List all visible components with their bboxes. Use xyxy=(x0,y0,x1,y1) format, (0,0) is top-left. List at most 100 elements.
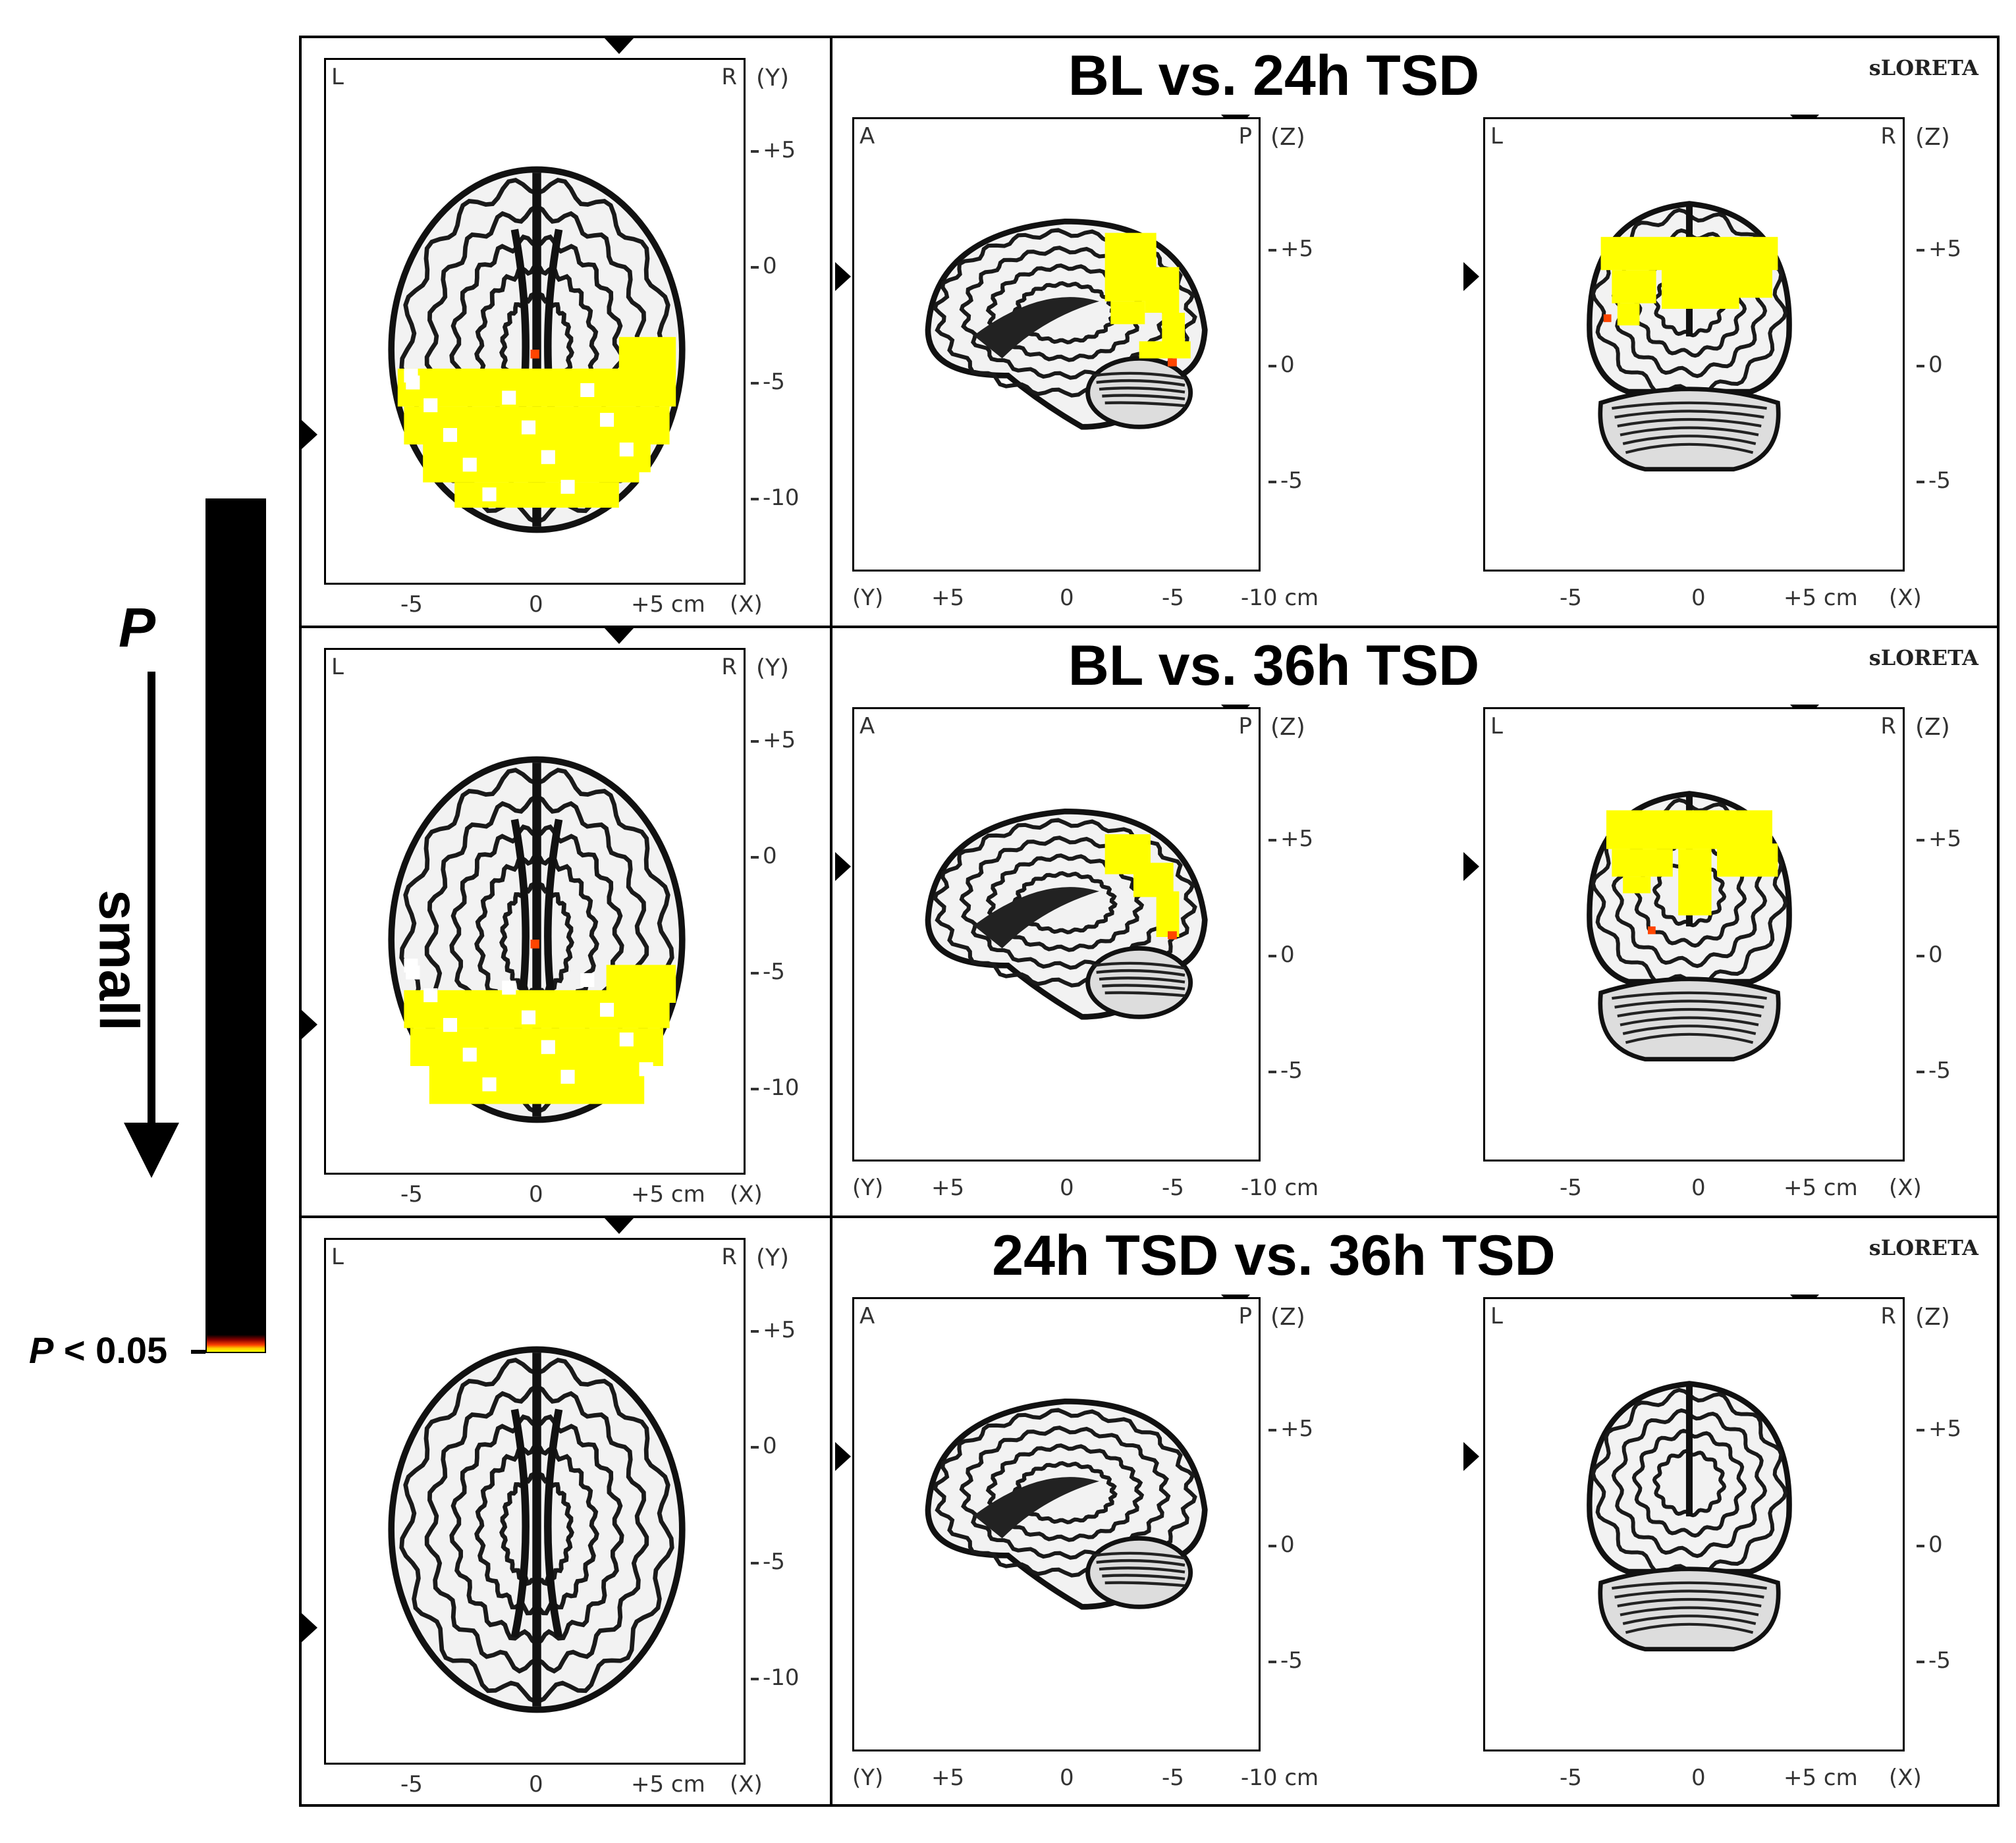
sagittal-brain-image xyxy=(925,218,1208,430)
threshold-tick xyxy=(191,1350,205,1354)
tick-mark xyxy=(1268,1071,1276,1073)
y-axis-tag: (Y) xyxy=(852,585,884,611)
coronal-brain xyxy=(1551,159,1828,514)
tick-label: 0 xyxy=(1691,585,1706,611)
y-axis-tag: (Y) xyxy=(852,1175,884,1201)
axial-brain xyxy=(379,1332,695,1727)
p-symbol: P xyxy=(119,597,156,658)
tick-mark xyxy=(1268,481,1276,483)
sloreta-watermark: sLORETA xyxy=(1868,55,1978,80)
y-axis-tag: (Y) xyxy=(756,1244,790,1271)
slice-marker-left xyxy=(302,420,317,449)
tick-mark xyxy=(1917,1661,1924,1663)
tick-mark xyxy=(1917,955,1924,957)
tick-label: (X) xyxy=(1889,1765,1922,1791)
slice-marker-left xyxy=(835,262,851,291)
tick-label: 0 xyxy=(529,1771,543,1798)
slice-marker-left xyxy=(302,1613,317,1642)
tick-label: -5 xyxy=(1560,585,1582,611)
tick-mark xyxy=(1917,1429,1924,1431)
tick-label: (X) xyxy=(730,1771,763,1798)
coronal-brain xyxy=(1551,1339,1828,1694)
tick-label: +5 xyxy=(1280,826,1314,852)
tick-label: -5 xyxy=(1162,1765,1184,1791)
coronal-brain-image xyxy=(1587,201,1792,471)
axial-brain-image xyxy=(388,166,686,533)
tick-mark xyxy=(751,856,759,859)
tick-label: 0 xyxy=(1280,352,1295,378)
corner-right-label: R xyxy=(721,1244,737,1270)
tick-label: +5 xyxy=(1928,826,1962,852)
slice-marker-left xyxy=(1463,262,1479,291)
tick-label: 0 xyxy=(1928,352,1943,378)
tick-label: -10 cm xyxy=(1241,1175,1319,1201)
tick-label: 0 xyxy=(1060,1765,1074,1791)
tick-mark xyxy=(1268,955,1276,957)
slice-marker-left xyxy=(1463,1442,1479,1471)
corner-right-label: R xyxy=(1880,713,1896,739)
tick-label: -5 xyxy=(1280,1647,1303,1674)
direction-arrow-shaft xyxy=(148,672,155,1126)
corner-left-label: A xyxy=(859,1303,875,1329)
axial-brain xyxy=(379,152,695,547)
tick-label: -10 cm xyxy=(1241,585,1319,611)
direction-label: small xyxy=(88,890,150,1031)
tick-label: -5 xyxy=(400,1771,423,1798)
tick-mark xyxy=(1268,1661,1276,1663)
corner-left-label: L xyxy=(1490,713,1503,739)
tick-label: 0 xyxy=(763,253,777,279)
tick-label: +5 xyxy=(763,1317,796,1343)
tick-label: -5 xyxy=(400,591,423,618)
z-axis-tag: (Z) xyxy=(1915,714,1950,741)
tick-label: -5 xyxy=(1280,467,1303,494)
tick-label: -10 xyxy=(763,1665,800,1691)
tick-mark xyxy=(751,266,759,269)
sagittal-brain xyxy=(894,185,1236,475)
tick-label: (X) xyxy=(730,591,763,618)
sloreta-watermark: sLORETA xyxy=(1868,1235,1978,1260)
tick-label: +5 xyxy=(1928,1416,1962,1442)
tick-label: -5 xyxy=(1162,1175,1184,1201)
direction-arrow-head xyxy=(124,1123,179,1178)
tick-label: 0 xyxy=(1928,942,1943,968)
corner-right-label: P xyxy=(1238,123,1252,149)
tick-mark xyxy=(751,740,759,743)
corner-left-label: L xyxy=(331,654,344,680)
p-threshold-label: P < 0.05 xyxy=(29,1329,168,1371)
tick-mark xyxy=(751,1330,759,1333)
tick-mark xyxy=(1917,1071,1924,1073)
tick-mark xyxy=(1917,1545,1924,1547)
z-axis-tag: (Z) xyxy=(1915,124,1950,151)
tick-mark xyxy=(751,498,759,500)
axial-brain xyxy=(379,742,695,1137)
tick-mark xyxy=(751,1562,759,1564)
tick-label: -5 xyxy=(1560,1765,1582,1791)
tick-mark xyxy=(751,150,759,153)
corner-left-label: A xyxy=(859,123,875,149)
tick-label: 0 xyxy=(529,1181,543,1208)
tick-label: +5 xyxy=(931,585,965,611)
tick-label: +5 cm xyxy=(631,591,705,618)
tick-mark xyxy=(1268,365,1276,367)
tick-label: (X) xyxy=(1889,585,1922,611)
tick-label: -5 xyxy=(1928,1057,1951,1084)
tick-label: +5 cm xyxy=(631,1771,705,1798)
tick-label: +5 cm xyxy=(1784,585,1858,611)
slice-marker-left xyxy=(835,1442,851,1471)
tick-mark xyxy=(1268,839,1276,841)
slice-marker-left xyxy=(302,1010,317,1039)
tick-label: +5 xyxy=(1280,1416,1314,1442)
